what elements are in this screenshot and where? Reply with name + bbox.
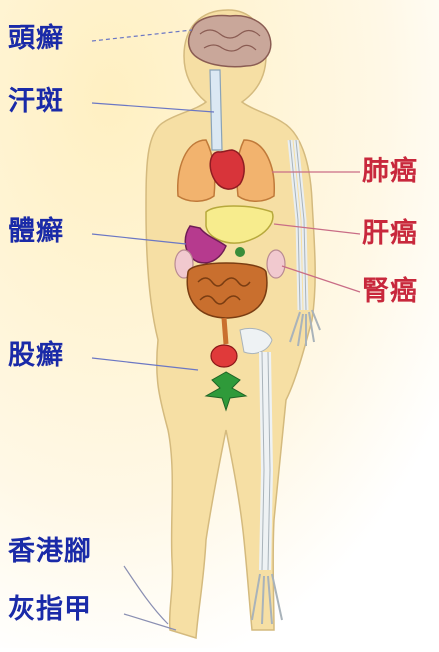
label-liver-cancer: 肝癌 bbox=[362, 220, 418, 247]
colon-end bbox=[224, 318, 226, 344]
bladder bbox=[211, 345, 237, 367]
trachea bbox=[210, 70, 222, 150]
label-lung-cancer: 肺癌 bbox=[362, 158, 418, 185]
gallbladder bbox=[235, 247, 245, 257]
label-tinea-capitis: 頭癬 bbox=[8, 25, 64, 52]
label-athletes-foot: 香港腳 bbox=[8, 538, 92, 565]
brain-organ bbox=[189, 16, 271, 67]
intestines bbox=[187, 263, 267, 318]
label-tinea-cruris: 股癬 bbox=[8, 342, 64, 369]
label-kidney-cancer: 腎癌 bbox=[362, 278, 418, 305]
label-tinea-corporis: 體癬 bbox=[8, 218, 64, 245]
label-tinea-versicolor: 汗斑 bbox=[8, 88, 64, 115]
label-onychomycosis: 灰指甲 bbox=[8, 596, 92, 623]
right-kidney bbox=[267, 250, 285, 278]
